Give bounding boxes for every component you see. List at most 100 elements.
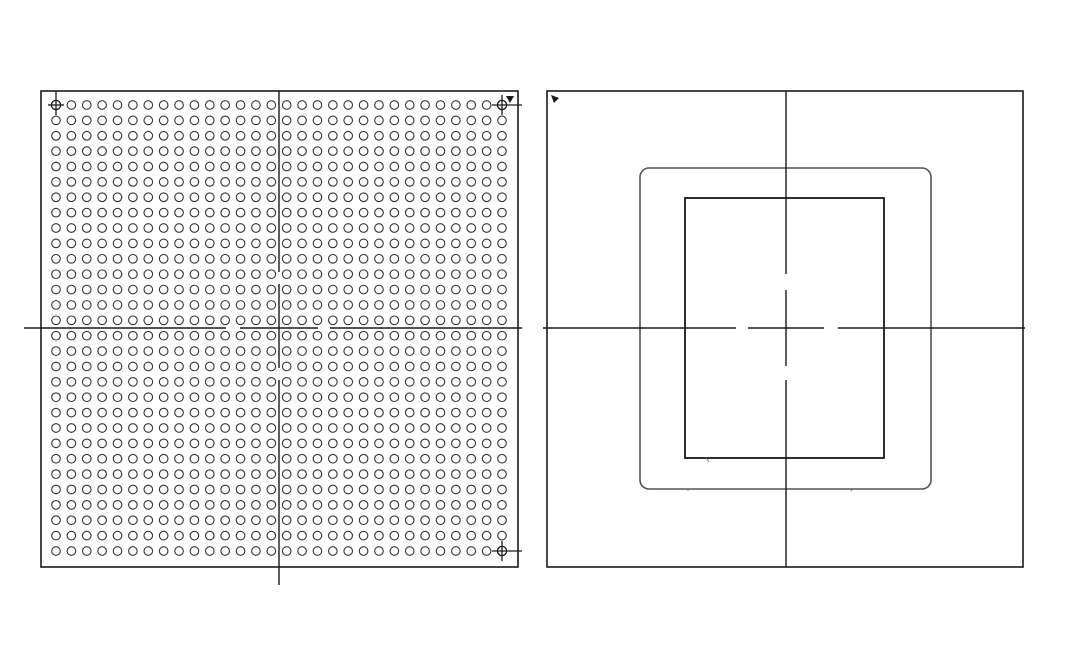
solder-ball: [189, 438, 200, 449]
solder-ball: [281, 361, 292, 372]
solder-ball: [189, 376, 200, 387]
solder-ball: [297, 161, 307, 172]
solder-ball: [481, 469, 492, 479]
solder-ball: [327, 115, 338, 126]
solder-ball: [404, 130, 415, 141]
solder-ball: [281, 315, 292, 326]
solder-ball: [374, 192, 384, 203]
solder-ball: [281, 238, 292, 249]
solder-ball: [297, 346, 307, 356]
solder-ball: [51, 346, 61, 356]
solder-ball: [451, 330, 461, 341]
solder-ball: [497, 376, 507, 387]
solder-ball: [235, 392, 246, 403]
solder-ball: [358, 515, 369, 526]
solder-ball: [451, 177, 461, 187]
solder-ball: [128, 453, 138, 464]
solder-ball: [389, 330, 400, 341]
solder-ball: [266, 453, 277, 464]
solder-ball: [435, 192, 446, 203]
solder-ball: [235, 177, 246, 187]
solder-ball: [327, 500, 338, 510]
solder-ball: [435, 315, 446, 326]
solder-ball: [466, 100, 477, 110]
solder-ball: [343, 346, 354, 356]
solder-ball: [51, 284, 61, 295]
solder-ball: [189, 238, 200, 249]
solder-ball: [327, 284, 338, 295]
solder-ball: [281, 161, 292, 172]
solder-ball: [220, 423, 231, 433]
solder-ball: [97, 423, 107, 433]
solder-ball: [143, 330, 154, 341]
solder-ball: [158, 469, 169, 479]
solder-ball: [174, 453, 184, 464]
solder-ball: [312, 115, 323, 126]
solder-ball: [266, 146, 277, 156]
solder-ball: [204, 238, 215, 249]
solder-ball: [51, 223, 61, 233]
solder-ball: [358, 392, 369, 403]
solder-ball: [374, 177, 384, 187]
solder-ball: [143, 346, 154, 356]
solder-ball: [51, 546, 61, 556]
solder-ball: [266, 115, 277, 126]
solder-ball: [420, 376, 430, 387]
solder-ball: [51, 453, 61, 464]
solder-ball: [297, 207, 307, 218]
solder-ball: [189, 453, 200, 464]
solder-ball: [451, 438, 461, 449]
solder-ball: [204, 253, 215, 264]
solder-ball: [420, 330, 430, 341]
solder-ball: [174, 300, 184, 310]
solder-ball: [81, 453, 92, 464]
solder-ball: [466, 300, 477, 310]
solder-ball: [81, 300, 92, 310]
solder-ball: [481, 269, 492, 280]
solder-ball: [343, 315, 354, 326]
solder-ball: [481, 484, 492, 495]
solder-ball: [112, 207, 123, 218]
solder-ball: [266, 361, 277, 372]
solder-ball: [281, 453, 292, 464]
solder-ball: [497, 161, 507, 172]
solder-ball: [158, 161, 169, 172]
solder-ball: [451, 300, 461, 310]
solder-ball: [451, 223, 461, 233]
solder-ball: [435, 407, 446, 418]
solder-ball: [451, 192, 461, 203]
solder-ball: [497, 469, 507, 479]
solder-ball: [435, 438, 446, 449]
solder-ball: [204, 361, 215, 372]
ball-grid: [51, 100, 507, 556]
solder-ball: [281, 300, 292, 310]
solder-ball: [327, 300, 338, 310]
solder-ball: [51, 423, 61, 433]
solder-ball: [312, 207, 323, 218]
solder-ball: [51, 115, 61, 126]
solder-ball: [451, 269, 461, 280]
solder-ball: [204, 300, 215, 310]
solder-ball: [66, 392, 77, 403]
solder-ball: [112, 269, 123, 280]
solder-ball: [81, 315, 92, 326]
solder-ball: [220, 438, 231, 449]
solder-ball: [220, 515, 231, 526]
solder-ball: [389, 530, 400, 541]
solder-ball: [97, 407, 107, 418]
solder-ball: [297, 192, 307, 203]
solder-ball: [66, 300, 77, 310]
solder-ball: [497, 207, 507, 218]
solder-ball: [66, 500, 77, 510]
solder-ball: [143, 453, 154, 464]
solder-ball: [297, 315, 307, 326]
solder-ball: [66, 238, 77, 249]
solder-ball: [343, 361, 354, 372]
solder-ball: [297, 146, 307, 156]
solder-ball: [158, 346, 169, 356]
solder-ball: [112, 330, 123, 341]
solder-ball: [266, 423, 277, 433]
solder-ball: [374, 546, 384, 556]
solder-ball: [327, 315, 338, 326]
solder-ball: [497, 423, 507, 433]
